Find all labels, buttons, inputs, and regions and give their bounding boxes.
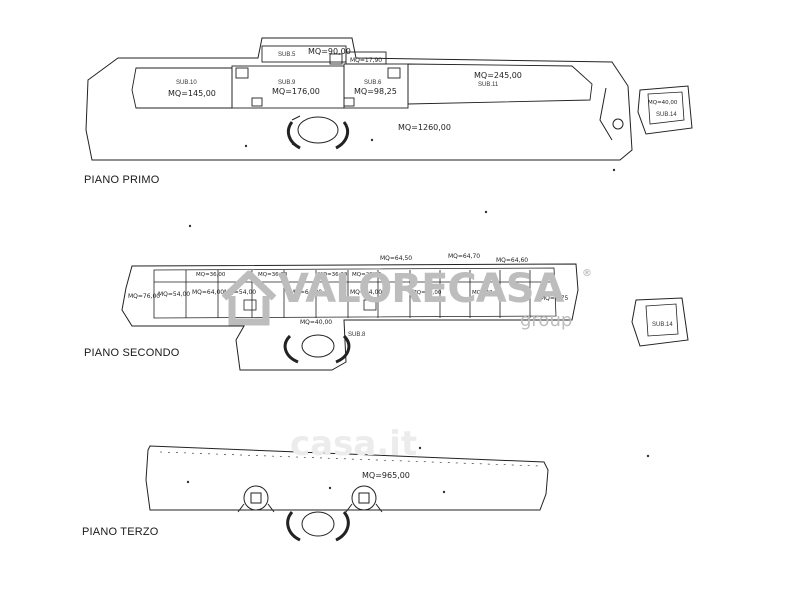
area-label: MQ=36,00 <box>196 272 226 278</box>
area-label: MQ=36,00 <box>318 272 348 278</box>
floor-secondo-atrium <box>283 334 351 364</box>
area-label: MQ=64,50 <box>380 255 412 262</box>
sub-label: SUB.9 <box>278 80 296 86</box>
area-label: MQ=245,00 <box>474 71 522 80</box>
area-label: MQ=76,00 <box>128 293 160 300</box>
area-label: MQ=40,00 <box>300 319 332 326</box>
floor-secondo-outline <box>121 263 579 371</box>
area-label: MQ=90,00 <box>308 47 351 56</box>
floor-primo-atrium <box>286 115 350 150</box>
area-label: MQ=145,00 <box>168 89 216 98</box>
registered-mark: ® <box>582 268 592 279</box>
watermark-tagline: group <box>520 310 573 331</box>
circle-marker <box>612 118 624 130</box>
floor-primo-annex <box>637 85 693 135</box>
sub-label: SUB.8 <box>348 332 366 338</box>
area-label: MQ=1260,00 <box>398 123 451 132</box>
area-label: MQ=64,00 <box>192 289 224 296</box>
sub-label: SUB.14 <box>656 112 677 118</box>
faint-watermark: casa.it <box>290 424 418 464</box>
floor-primo-units <box>131 45 593 109</box>
floor-terzo-outline <box>145 445 549 511</box>
area-label: MQ=64,00 <box>350 289 382 296</box>
area-label: MQ=64,70 <box>448 253 480 260</box>
area-label: MQ=36,00 <box>258 272 288 278</box>
sub-label: SUB.5 <box>278 52 296 58</box>
floor-title-primo: PIANO PRIMO <box>84 174 160 186</box>
floor-title-secondo: PIANO SECONDO <box>84 347 180 359</box>
area-label: MQ=17,90 <box>350 57 382 64</box>
watermark-brand: VALORECASA <box>278 266 564 312</box>
watermark-logo: VALORECASA ® group <box>218 262 592 336</box>
floor-secondo-annex <box>631 297 689 347</box>
area-label: MQ=54,00 <box>158 291 190 298</box>
construction-dots <box>186 138 650 494</box>
area-label: MQ=98,25 <box>354 87 397 96</box>
area-label: MQ=54,00 <box>224 289 256 296</box>
house-icon <box>221 270 277 326</box>
sub-label: SUB.10 <box>176 80 197 86</box>
floor-terzo-columns <box>237 485 383 513</box>
area-label: MQ=64,00 <box>290 289 322 296</box>
sub-label: SUB.11 <box>478 82 499 88</box>
area-label: MQ=32,00 <box>412 290 442 296</box>
floor-primo-outline <box>85 37 633 161</box>
area-label: MQ=8,75 <box>540 295 568 302</box>
floor-terzo-atrium <box>286 511 350 542</box>
sub-label: SUB.14 <box>652 322 673 328</box>
area-label: MQ=28,00 <box>352 272 382 278</box>
floor-title-terzo: PIANO TERZO <box>82 526 159 538</box>
area-label: MQ=40,00 <box>648 100 678 106</box>
sub-label: SUB.6 <box>364 80 382 86</box>
area-label: MQ=176,00 <box>272 87 320 96</box>
area-label: MQ=42,00 <box>472 290 502 296</box>
area-label: MQ=965,00 <box>362 471 410 480</box>
area-label: MQ=64,60 <box>496 257 528 264</box>
